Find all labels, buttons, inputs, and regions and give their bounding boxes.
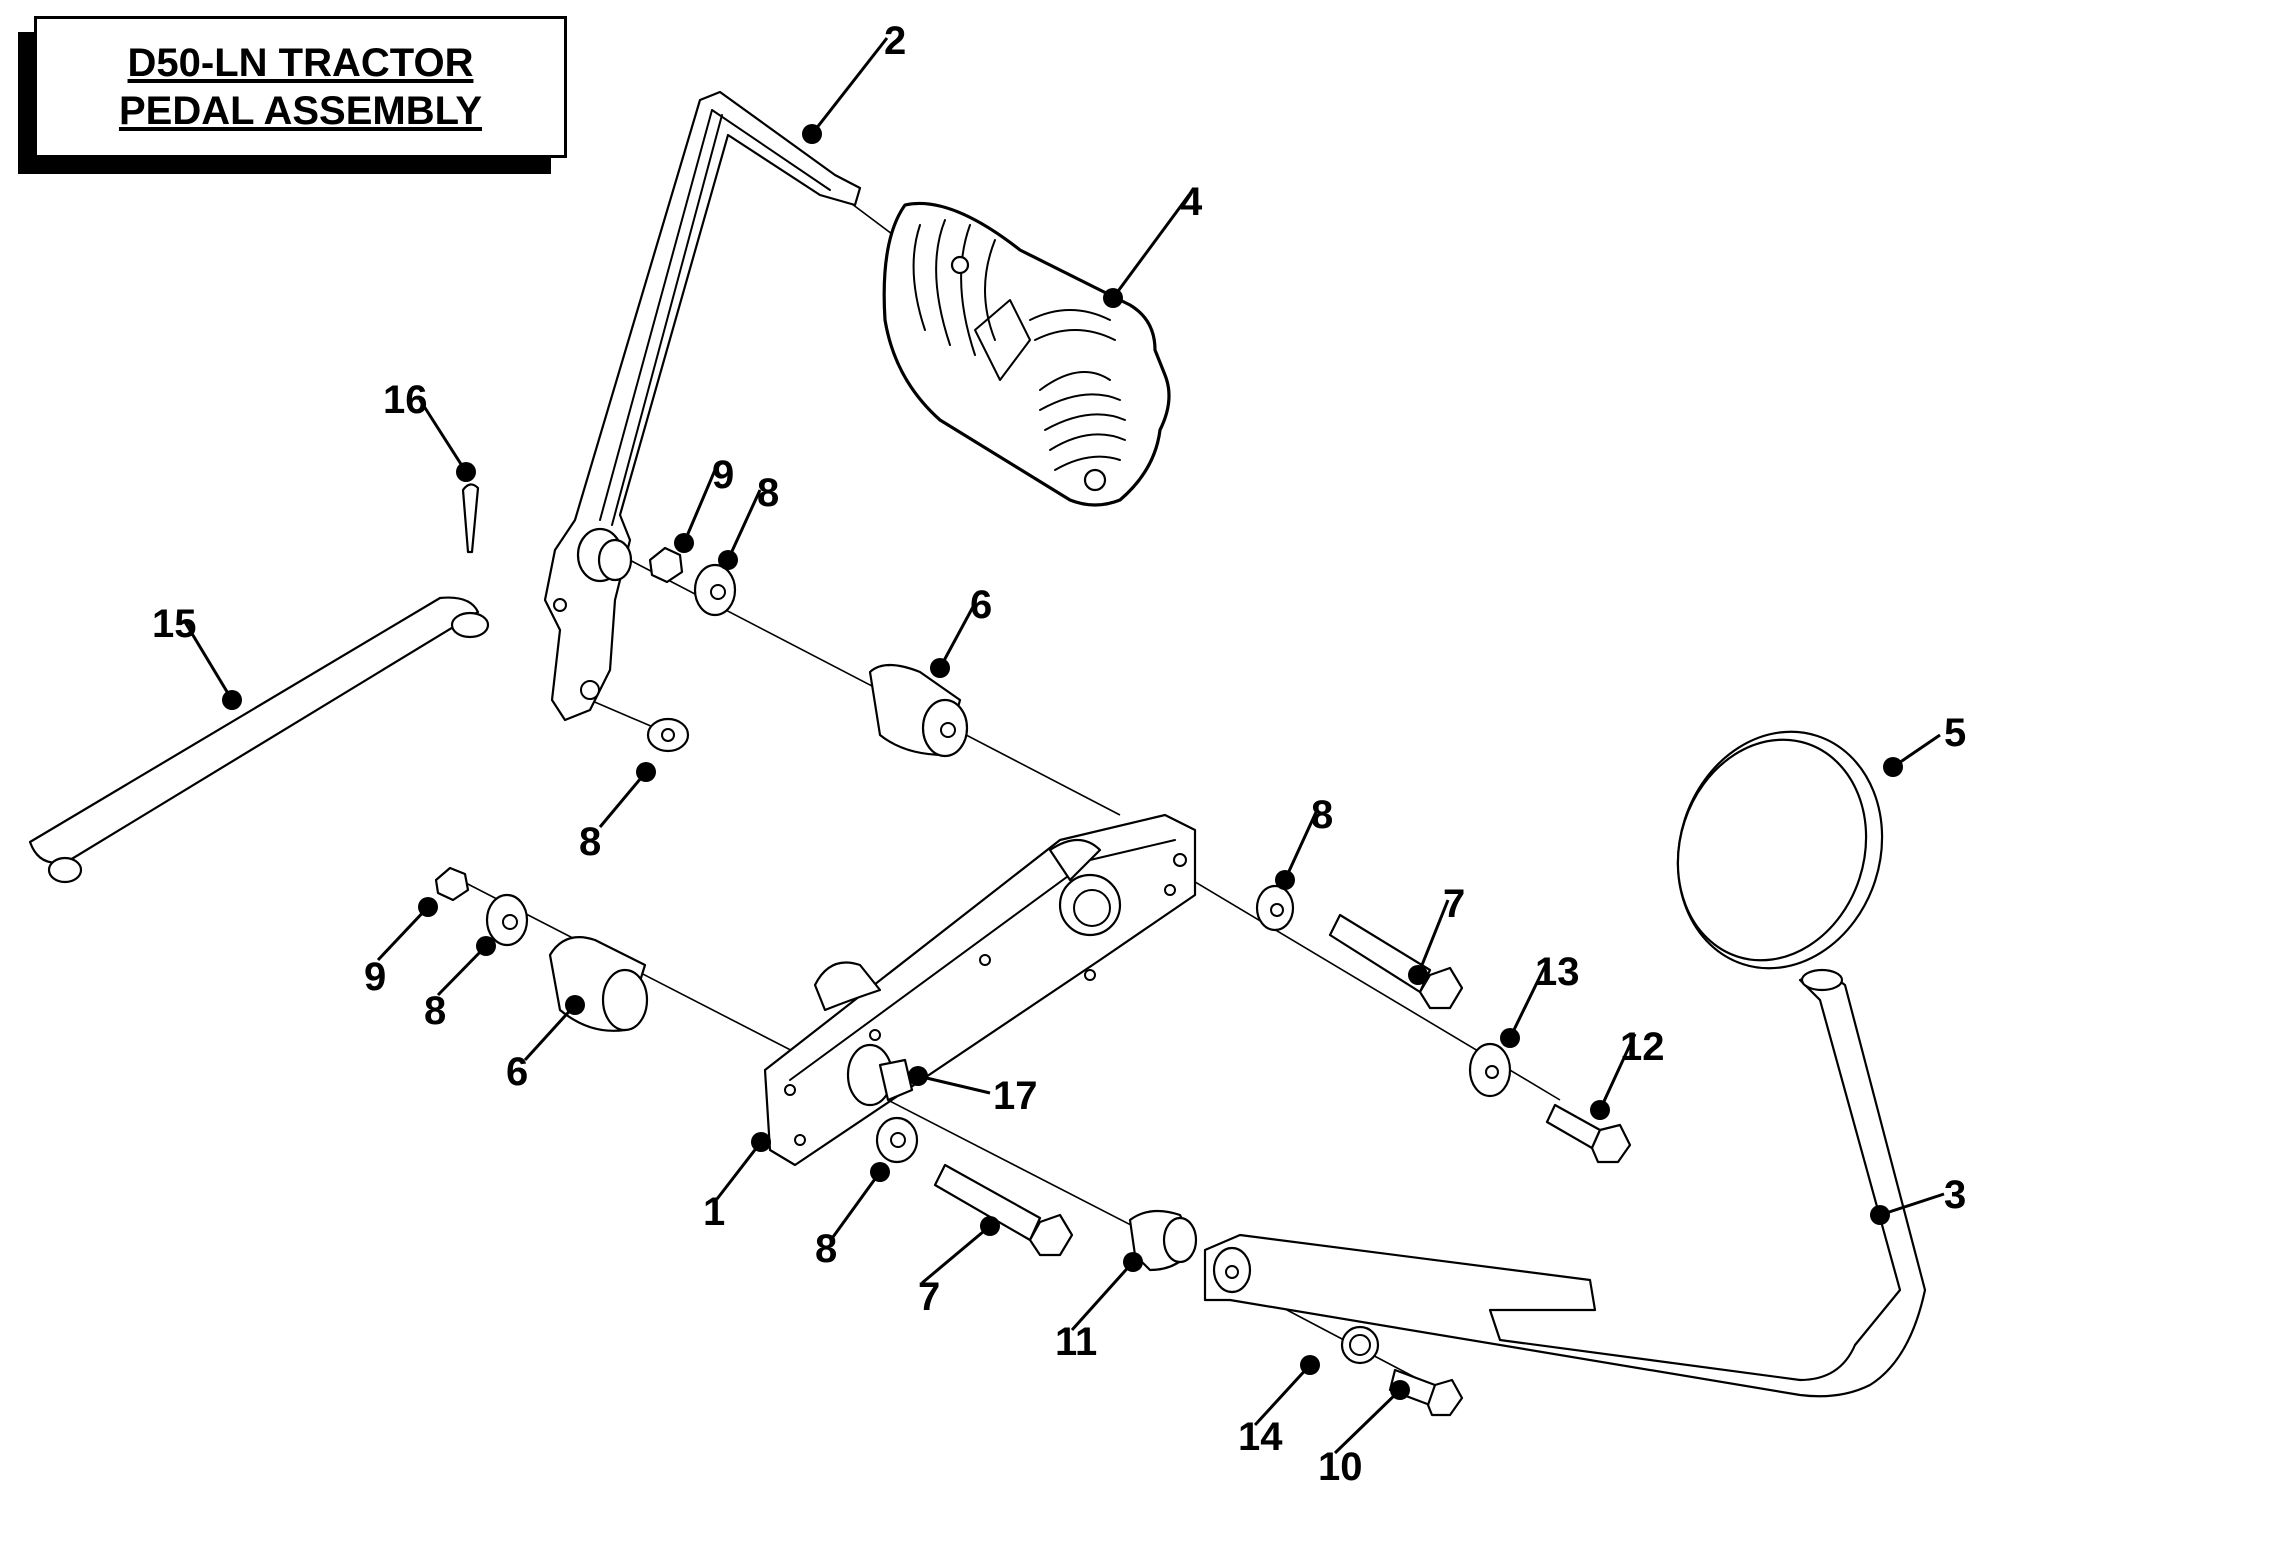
leader-dot-c7a [1408,965,1428,985]
leader-line-c15 [183,621,234,701]
leader-dot-c8d [476,936,496,956]
leader-dot-c1 [751,1132,771,1152]
linkage-rod [28,596,490,884]
leader-dot-c10 [1390,1380,1410,1400]
leader-dot-c12 [1590,1100,1610,1120]
callout-label-8-top: 8 [757,471,779,515]
callout-label-8-bottom: 8 [815,1227,837,1271]
callout-label-7-lower: 7 [918,1275,940,1319]
leader-dot-c8a [718,550,738,570]
leader-dot-c9a [674,533,694,553]
callout-label-8-right: 8 [1311,793,1333,837]
leader-line-c8a [726,489,762,561]
callout-label-4: 4 [1180,180,1203,224]
leader-line-c16 [418,399,468,473]
pedal-pad [882,201,1171,507]
callout-labels: 1 2 3 4 5 6 6 7 7 8 8 8 8 8 9 9 10 11 12… [152,19,1966,1489]
callout-label-16: 16 [383,378,428,422]
leader-line-c2 [810,37,889,135]
leader-line-c17 [917,1074,991,1095]
leader-dot-c6a [930,658,950,678]
callout-label-6-upper: 6 [970,583,992,627]
leader-dot-c7b [980,1216,1000,1236]
callout-label-13: 13 [1535,950,1580,994]
leader-dot-c8c [1275,870,1295,890]
callout-label-9-left: 9 [364,955,386,999]
leader-line-c11 [1070,1260,1135,1332]
leader-line-c10 [1333,1388,1402,1455]
leader-line-c8e [831,1171,882,1238]
callout-label-5: 5 [1944,711,1966,755]
leader-line-c8b [598,771,648,828]
round-pedal-pad [1676,730,1884,970]
leader-dot-c9b [418,897,438,917]
leader-line-c7b [921,1224,991,1285]
leader-line-c14 [1253,1363,1312,1427]
leader-dot-c5 [1883,757,1903,777]
callout-label-17: 17 [993,1074,1038,1118]
leader-dot-c16 [456,462,476,482]
leader-line-c8c [1283,809,1319,881]
clutch-pedal-arm [1203,968,1927,1398]
leader-line-c12 [1598,1033,1637,1111]
title-box: D50-LN TRACTOR PEDAL ASSEMBLY [34,16,567,158]
callout-label-6-lower: 6 [506,1050,528,1094]
callout-label-12: 12 [1620,1025,1665,1069]
callout-label-11: 11 [1055,1320,1097,1364]
title-line-2: PEDAL ASSEMBLY [118,89,483,133]
leader-line-c6a [938,604,976,669]
leader-dot-c4 [1103,288,1123,308]
leader-line-c7a [1416,899,1450,976]
leader-line-c4 [1111,194,1191,299]
callout-label-9-top: 9 [712,453,734,497]
title-line-1: D50-LN TRACTOR [127,41,474,85]
callout-label-1: 1 [703,1190,725,1234]
callout-label-8-left: 8 [579,820,601,864]
upper-hardware [646,546,969,758]
callout-label-8-lower-left: 8 [424,989,446,1033]
leader-line-c9a [682,469,717,544]
leader-dot-c11 [1123,1252,1143,1272]
leader-dot-c6b [565,995,585,1015]
leader-dot-c14 [1300,1355,1320,1375]
callout-label-10: 10 [1318,1445,1363,1489]
pedal-arm [543,90,862,722]
leader-dot-c8e [870,1162,890,1182]
cotter-pin [461,483,480,554]
leader-dot-c15 [222,690,242,710]
leader-dot-c3 [1870,1205,1890,1225]
callout-label-14: 14 [1238,1415,1283,1459]
leader-dot-c8b [636,762,656,782]
mounting-bracket [763,813,1197,1167]
leader-line-c6b [523,1003,577,1062]
leader-dot-c13 [1500,1028,1520,1048]
leader-line-c1 [715,1141,763,1200]
callout-label-2: 2 [884,19,906,63]
leader-dot-c2 [802,124,822,144]
leader-line-c9b [376,905,430,962]
leader-line-c8d [436,944,488,997]
leader-line-c3 [1879,1192,1945,1217]
callout-label-7-upper: 7 [1443,882,1465,926]
leader-dot-c17 [908,1066,928,1086]
leader-line-c13 [1508,959,1550,1039]
callout-label-15: 15 [152,602,197,646]
callout-leaders [183,37,1945,1455]
callout-label-3: 3 [1944,1173,1966,1217]
